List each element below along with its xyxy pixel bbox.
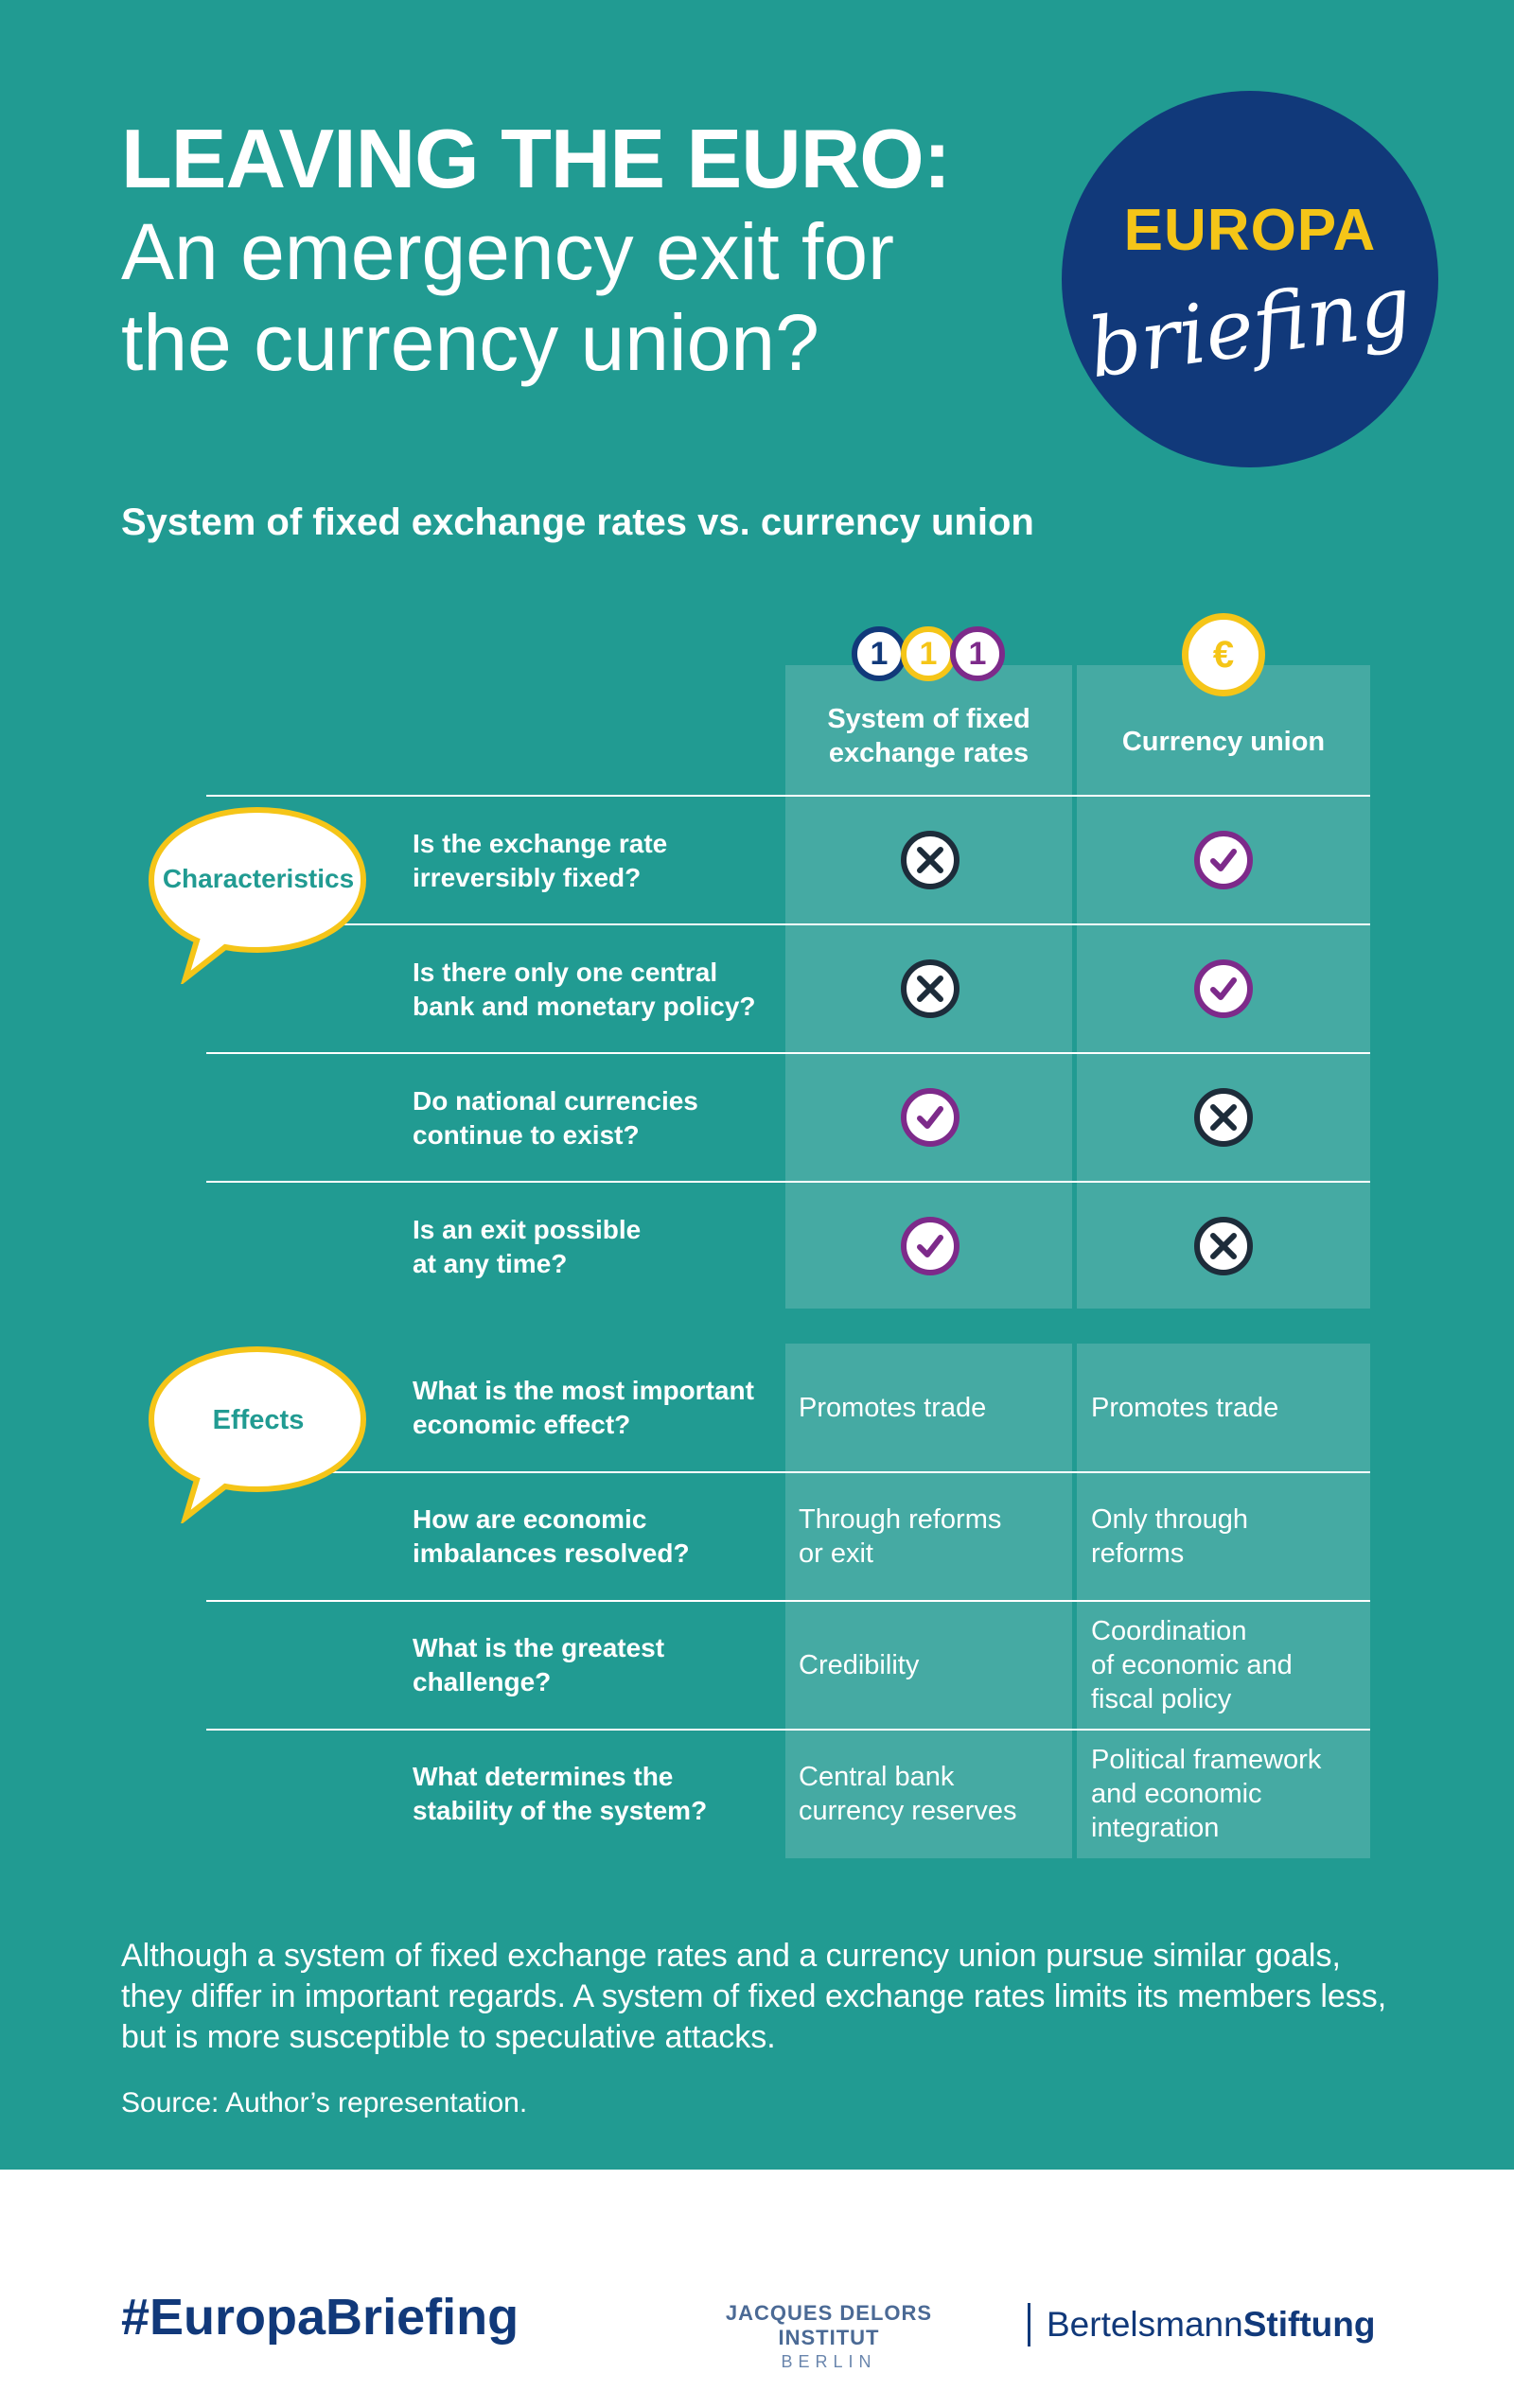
cell-line: Coordination — [1091, 1616, 1247, 1646]
jacques-delors-institut-logo: JACQUES DELORS INSTITUT BERLIN — [700, 2301, 958, 2372]
question-line: How are economic — [413, 1504, 647, 1534]
fixed-greatest-challenge: Credibility — [799, 1650, 920, 1680]
question-national-currencies: Do national currencies continue to exist… — [413, 1084, 782, 1152]
bs-bold: Stiftung — [1242, 2305, 1376, 2344]
question-line: continue to exist? — [413, 1120, 640, 1150]
source-line: Source: Author’s representation. — [121, 2087, 528, 2118]
cell-line: fiscal policy — [1091, 1684, 1232, 1714]
question-imbalances: How are economic imbalances resolved? — [413, 1503, 782, 1571]
cell-line: Central bank — [799, 1762, 955, 1792]
check-mark-icon — [1194, 831, 1253, 889]
question-line: What is the greatest — [413, 1633, 665, 1662]
row-divider — [206, 795, 1370, 797]
fixed-economic-effect: Promotes trade — [799, 1393, 987, 1423]
row-divider — [206, 1052, 1370, 1054]
question-greatest-challenge: What is the greatest challenge? — [413, 1631, 782, 1699]
effects-bubble — [148, 1345, 367, 1523]
question-one-central-bank: Is there only one central bank and monet… — [413, 956, 782, 1024]
question-exchange-rate-fixed: Is the exchange rate irreversibly fixed? — [413, 827, 782, 895]
cell-line: Only through — [1091, 1504, 1249, 1535]
cross-mark-icon — [901, 959, 959, 1018]
explanatory-note: Although a system of fixed exchange rate… — [121, 1938, 1387, 2055]
logo-briefing-text: briefing — [1083, 257, 1417, 397]
union-column-header: Currency union — [1121, 727, 1326, 757]
currency-one-icon-navy: 1 — [852, 626, 907, 681]
question-line: Do national currencies — [413, 1086, 698, 1116]
title-line-3: the currency union? — [121, 298, 819, 387]
question-line: Is an exit possible — [413, 1215, 642, 1244]
question-line: What determines the — [413, 1762, 674, 1791]
row-divider — [206, 1729, 1370, 1731]
icon-digit: 1 — [919, 635, 938, 672]
question-line: bank and monetary policy? — [413, 992, 756, 1021]
jdi-name: JACQUES DELORS INSTITUT — [725, 2301, 933, 2349]
logo-divider — [1028, 2303, 1030, 2346]
bs-light: Bertelsmann — [1047, 2305, 1243, 2344]
check-mark-icon — [901, 1088, 959, 1147]
icon-digit: 1 — [870, 635, 889, 672]
fixed-header-line-1: System of fixed — [827, 704, 1030, 734]
check-mark-icon — [1194, 959, 1253, 1018]
cell-line: reforms — [1091, 1538, 1185, 1569]
currency-one-icon-purple: 1 — [950, 626, 1005, 681]
question-line: stability of the system? — [413, 1796, 708, 1825]
row-divider — [206, 1181, 1370, 1183]
currency-one-icon-yellow: 1 — [901, 626, 956, 681]
characteristics-bubble — [148, 806, 367, 984]
hashtag: #EuropaBriefing — [121, 2289, 519, 2346]
title-line-1: LEAVING THE EURO: — [121, 112, 951, 205]
question-economic-effect: What is the most important economic effe… — [413, 1374, 782, 1442]
question-line: imbalances resolved? — [413, 1538, 690, 1568]
union-greatest-challenge: Coordination of economic and fiscal poli… — [1091, 1614, 1293, 1716]
cross-mark-icon — [901, 831, 959, 889]
question-stability: What determines the stability of the sys… — [413, 1760, 782, 1828]
characteristics-label: Characteristics — [162, 864, 355, 893]
union-imbalances: Only through reforms — [1091, 1503, 1248, 1571]
fixed-header-line-2: exchange rates — [828, 738, 1030, 768]
bertelsmann-stiftung-logo: BertelsmannStiftung — [1047, 2305, 1375, 2345]
cell-line: Political framework — [1091, 1745, 1322, 1775]
euro-symbol: € — [1212, 633, 1235, 676]
cell-line: integration — [1091, 1813, 1220, 1843]
row-divider — [206, 1471, 1370, 1473]
fixed-column-header: System of fixed exchange rates — [785, 702, 1072, 770]
cell-line: and economic — [1091, 1779, 1262, 1809]
title-line-2: An emergency exit for — [121, 207, 895, 296]
question-line: at any time? — [413, 1249, 568, 1278]
cell-line: or exit — [799, 1538, 873, 1569]
fixed-stability: Central bank currency reserves — [799, 1760, 1016, 1828]
union-economic-effect: Promotes trade — [1091, 1393, 1279, 1423]
cell-line: Through reforms — [799, 1504, 1002, 1535]
euro-icon: € — [1182, 613, 1265, 696]
subtitle: System of fixed exchange rates vs. curre… — [121, 501, 1034, 543]
question-line: Is there only one central — [413, 958, 718, 987]
fixed-imbalances: Through reforms or exit — [799, 1503, 1001, 1571]
union-stability: Political framework and economic integra… — [1091, 1743, 1321, 1845]
logo-europa-text: EUROPA — [1123, 198, 1377, 263]
row-divider — [206, 1600, 1370, 1602]
question-line: irreversibly fixed? — [413, 863, 642, 892]
jdi-city: BERLIN — [781, 2352, 877, 2371]
europa-briefing-logo: EUROPA briefing — [1062, 91, 1438, 467]
check-mark-icon — [901, 1217, 959, 1275]
effects-label: Effects — [212, 1405, 305, 1435]
cross-mark-icon — [1194, 1088, 1253, 1147]
question-line: Is the exchange rate — [413, 829, 668, 858]
cross-mark-icon — [1194, 1217, 1253, 1275]
question-line: challenge? — [413, 1667, 552, 1696]
row-divider — [206, 923, 1370, 925]
question-line: What is the most important — [413, 1376, 754, 1405]
question-exit-possible: Is an exit possible at any time? — [413, 1213, 782, 1281]
icon-digit: 1 — [968, 635, 987, 672]
cell-line: of economic and — [1091, 1650, 1293, 1680]
cell-line: currency reserves — [799, 1796, 1017, 1826]
question-line: economic effect? — [413, 1410, 631, 1439]
